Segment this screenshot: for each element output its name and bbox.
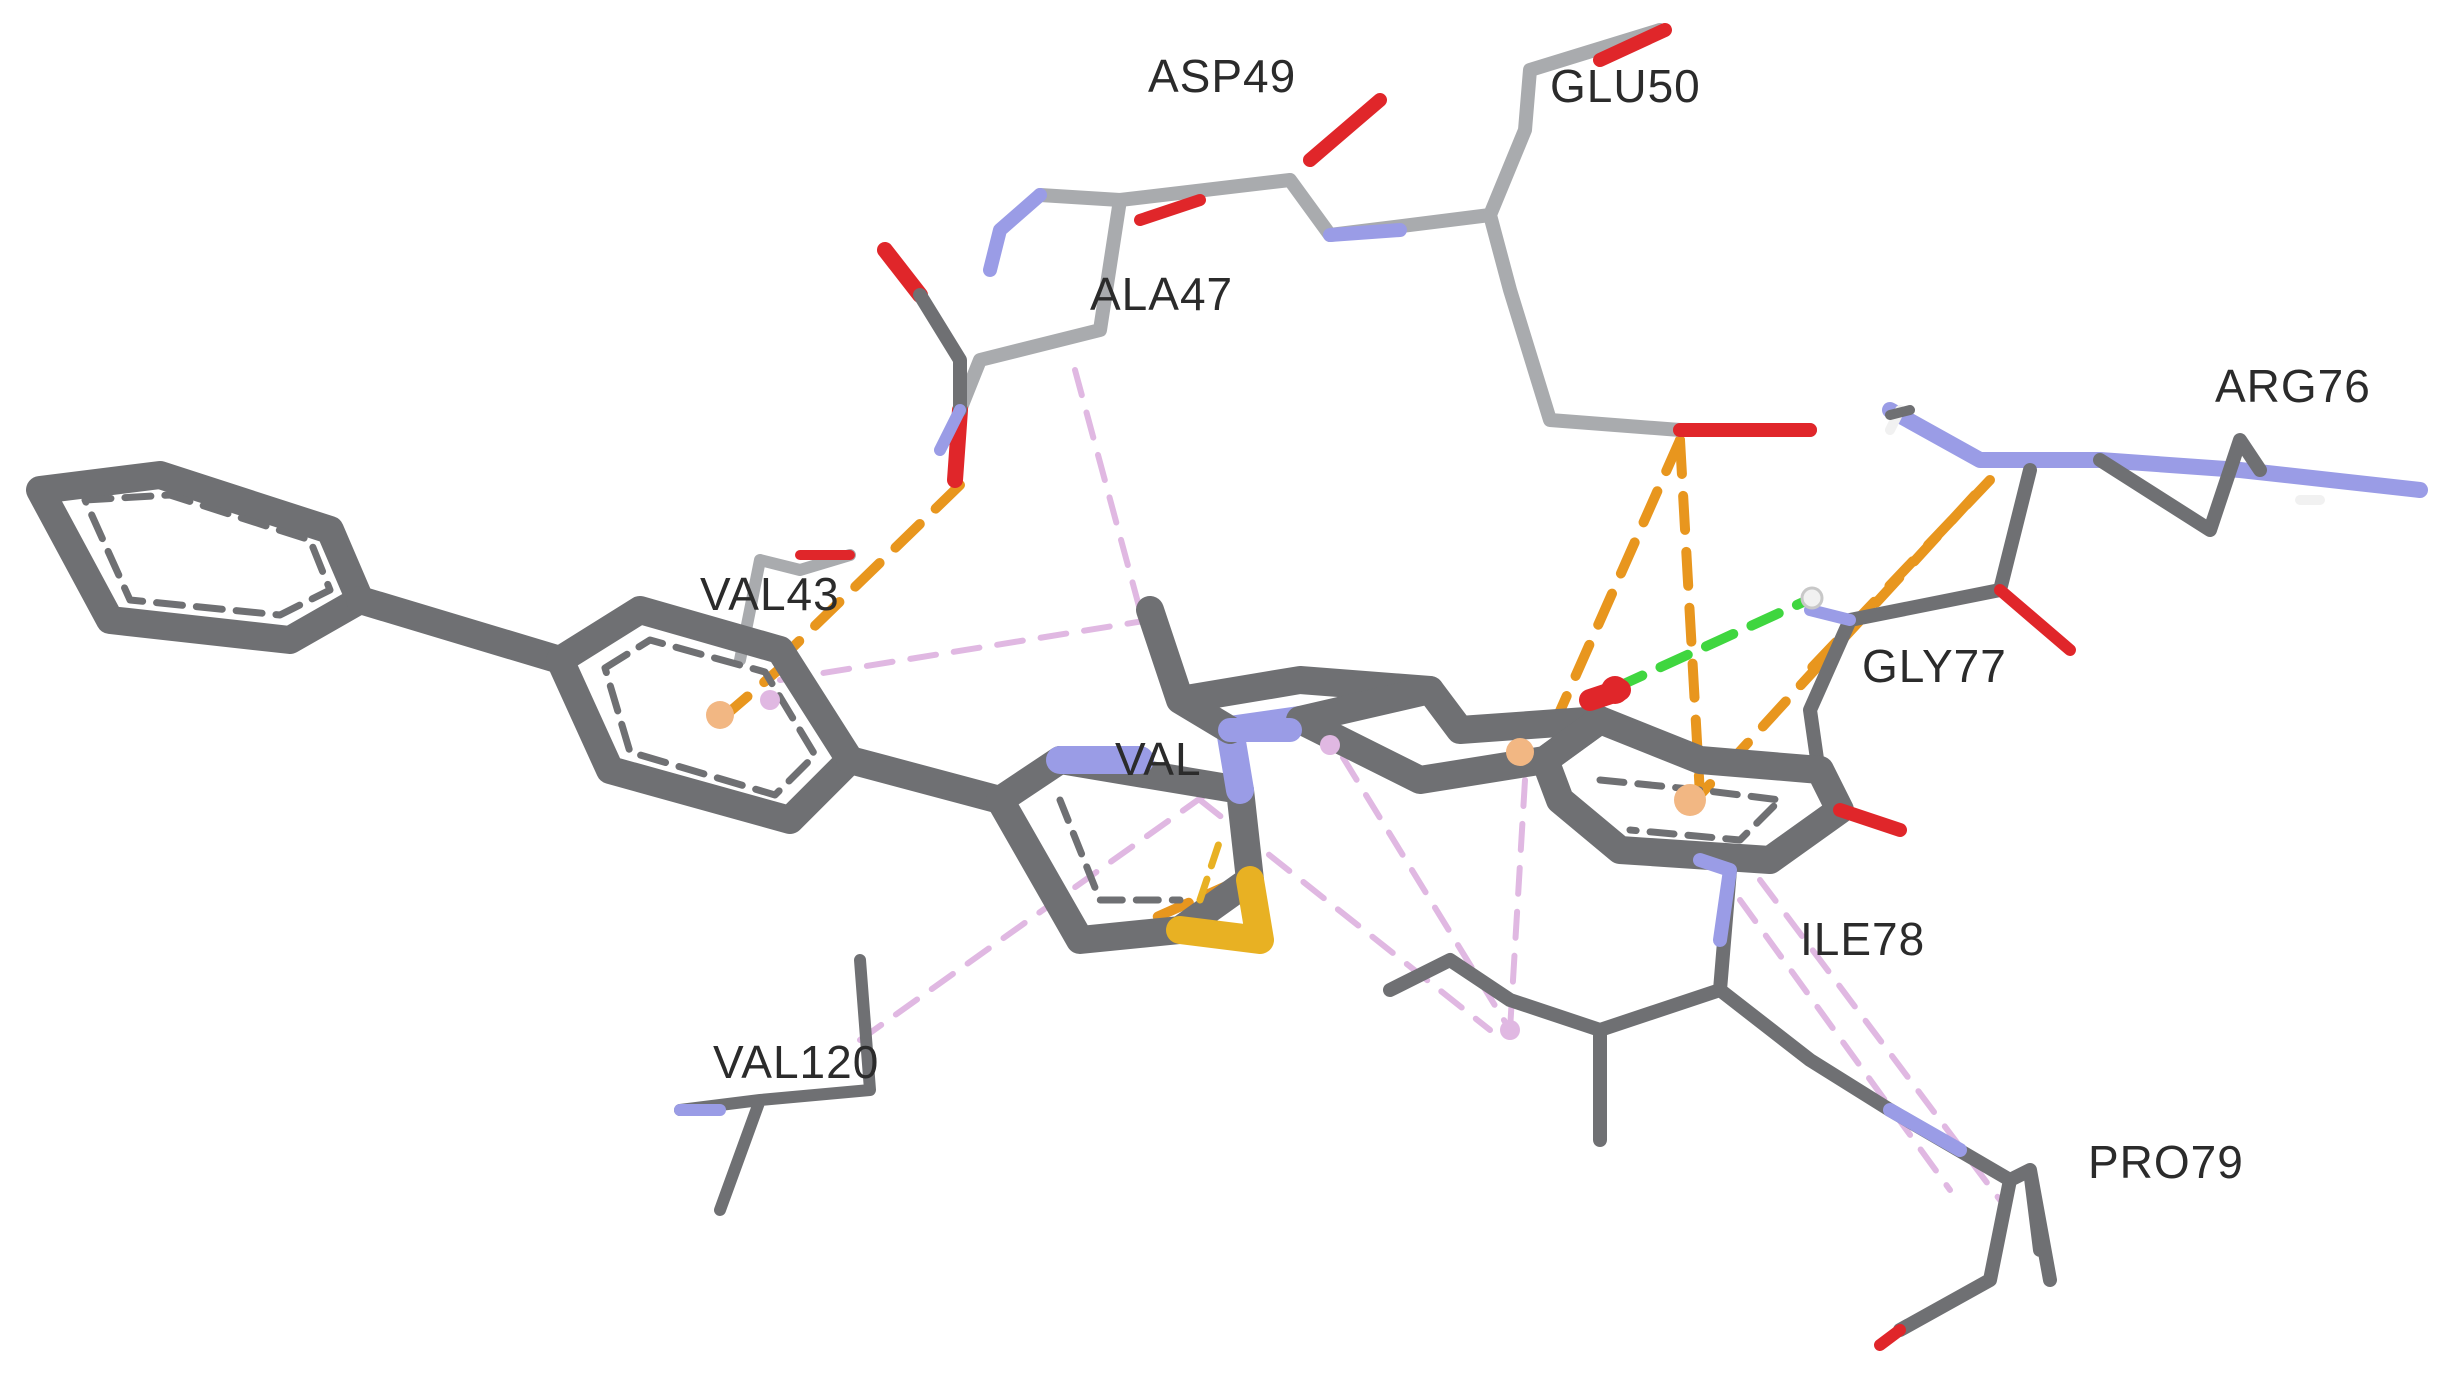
alkyl-line-pro79-b bbox=[1737, 897, 1953, 1193]
ala47-nh bbox=[983, 188, 1047, 277]
alkyl-line-ala47-ring bbox=[1072, 367, 1143, 613]
asp49-acid-link bbox=[913, 288, 967, 417]
ligand-thiazole-inner-2 bbox=[1056, 796, 1184, 904]
ligand-phenyl-inner bbox=[81, 491, 334, 619]
residue-pro79 bbox=[1874, 1103, 2057, 1351]
arg76-chain bbox=[2093, 433, 2267, 537]
label-val43: VAL43 bbox=[700, 568, 840, 620]
label-gly77: GLY77 bbox=[1862, 640, 2007, 692]
ligand-central-ring bbox=[546, 596, 864, 834]
centroid-central-ring bbox=[706, 701, 734, 729]
pro79-nitrogen bbox=[1883, 1103, 1967, 1157]
label-ile78: ILE78 bbox=[1800, 913, 1925, 965]
val43-ch bbox=[934, 404, 966, 456]
centroid-fused-ring-b bbox=[1674, 784, 1706, 816]
ligand-thiazole-inner bbox=[1196, 836, 1224, 904]
arg76-backbone bbox=[1803, 463, 2037, 787]
pi-line-glu50-a bbox=[1540, 435, 1685, 750]
pi-line-asp49 bbox=[785, 480, 965, 655]
label-val120: VAL120 bbox=[713, 1036, 879, 1088]
hbond-line-gly77 bbox=[1610, 593, 1817, 693]
ala47-sidechain bbox=[953, 193, 1127, 417]
centroid-ile78 bbox=[1500, 1020, 1520, 1040]
asp49-carbonyl-oxygen bbox=[1303, 93, 1387, 167]
residue-val120 bbox=[674, 954, 876, 1216]
centroid-thiazole bbox=[1320, 735, 1340, 755]
ile78-chain bbox=[1383, 863, 1897, 1147]
ligand-thiazole-sulfur bbox=[1166, 866, 1274, 954]
ligand-ring-thiazole-bond bbox=[836, 746, 1014, 814]
ligand-central-inner bbox=[601, 636, 819, 799]
gly77-carbonyl bbox=[1994, 584, 2076, 656]
label-val-partial: VAL bbox=[1115, 733, 1202, 785]
asp49-acid-oxygen-1 bbox=[877, 242, 928, 303]
ligand-chain-to-ile78 bbox=[1693, 853, 1737, 877]
glu50-carboxyl-oxygen bbox=[1593, 23, 1817, 437]
pro79-oxygen bbox=[1874, 1324, 1906, 1351]
ligand-fused-inner bbox=[1596, 776, 1784, 844]
asp49-backbone bbox=[1033, 173, 1497, 242]
alkyl-line-ile78-a bbox=[1317, 717, 1513, 1033]
residue-arg76 bbox=[1803, 402, 2428, 787]
residue-asp49-ala47 bbox=[877, 93, 1497, 488]
alkyl-line-ile78-c bbox=[1507, 777, 1528, 1033]
arg76-guanidine bbox=[1882, 402, 2428, 498]
label-glu50: GLU50 bbox=[1550, 60, 1701, 112]
ligand-lower-oxygen bbox=[1833, 803, 1907, 837]
centroid-fused-ring-a bbox=[1506, 738, 1534, 766]
arg76-h-2 bbox=[1885, 405, 1915, 420]
ligand-biphenyl-bond bbox=[346, 586, 574, 674]
ala47-carbonyl bbox=[1134, 194, 1206, 226]
centroids bbox=[706, 586, 1824, 1040]
residue-labels: ASP49 GLU50 ALA47 ARG76 VAL43 GLY77 VAL … bbox=[700, 50, 2371, 1188]
ligand bbox=[26, 461, 1907, 954]
asp49-nitrogen bbox=[1323, 223, 1407, 242]
hydrogen-bond bbox=[1610, 593, 1817, 693]
alkyl-line-val43-methyl bbox=[777, 617, 1153, 683]
gly77-nh bbox=[1804, 604, 1856, 626]
centroid-central-ring-alkyl bbox=[760, 690, 780, 710]
gly77-hydrogen-atom bbox=[1800, 586, 1824, 610]
label-pro79: PRO79 bbox=[2088, 1136, 2244, 1188]
ligand-oxygen-atom bbox=[1601, 676, 1629, 704]
label-ala47: ALA47 bbox=[1090, 268, 1233, 320]
label-arg76: ARG76 bbox=[2215, 360, 2371, 412]
pro79-ring bbox=[1883, 1103, 2057, 1337]
label-asp49: ASP49 bbox=[1148, 50, 1296, 102]
residue-glu50 bbox=[1483, 23, 1817, 437]
pi-line-glu50-b bbox=[1675, 435, 1705, 800]
ile78-nitrogen bbox=[1713, 863, 1737, 947]
residue-ile78 bbox=[1383, 863, 1897, 1147]
